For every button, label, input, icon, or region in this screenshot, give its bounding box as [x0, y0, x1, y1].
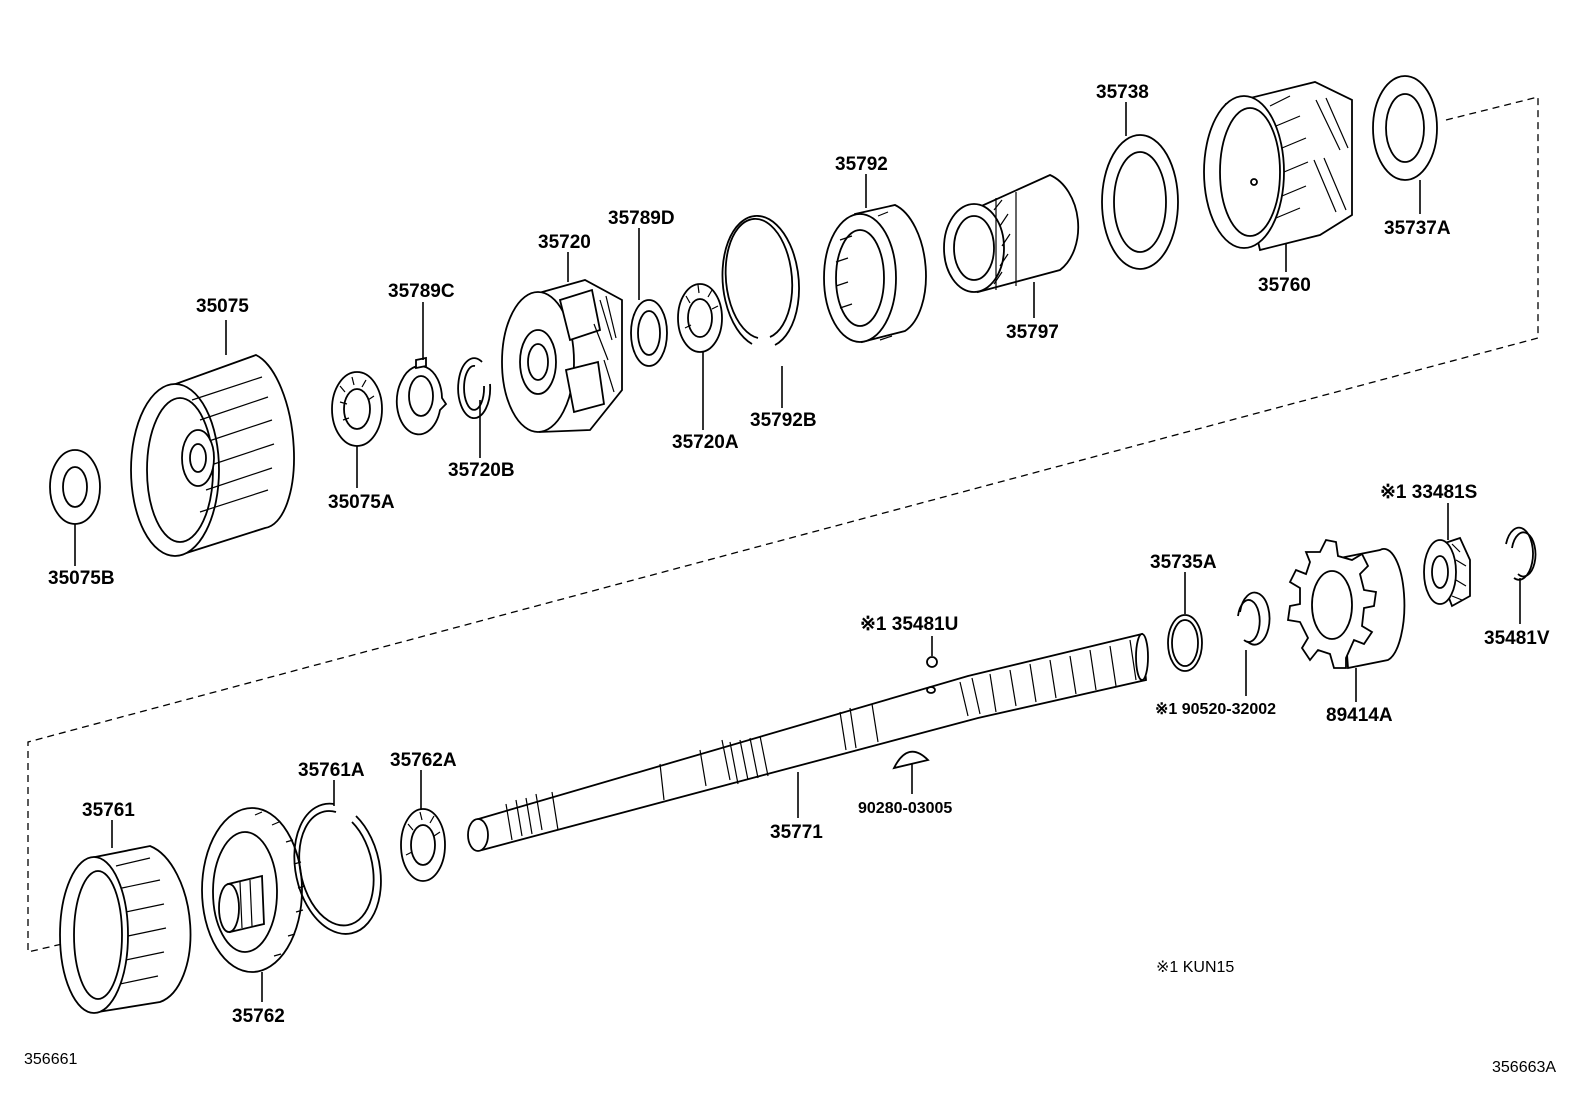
part-35737A — [1372, 75, 1438, 181]
leader-lines — [74, 102, 1521, 1002]
label-35761: 35761 — [82, 800, 135, 821]
label-35797: 35797 — [1006, 322, 1059, 343]
part-35771 — [467, 632, 1149, 852]
part-35792B — [721, 215, 800, 346]
label-90520-32002: ※1 90520-32002 — [1155, 701, 1276, 718]
label-35720B: 35720B — [448, 460, 515, 481]
label-35760: 35760 — [1258, 275, 1311, 296]
part-90280-03005 — [892, 750, 930, 770]
part-35789C — [395, 356, 448, 436]
part-35720 — [501, 279, 623, 433]
part-35789D — [630, 299, 668, 367]
part-35762 — [201, 807, 306, 973]
part-35792 — [823, 204, 927, 344]
label-35792: 35792 — [835, 154, 888, 175]
assembly-boundary-dashed — [27, 96, 1539, 953]
label-35075B: 35075B — [48, 568, 115, 589]
part-35075 — [130, 354, 295, 557]
part-35720B — [457, 357, 492, 419]
label-35789D: 35789D — [608, 208, 675, 229]
part-35481U — [926, 656, 938, 668]
label-35738: 35738 — [1096, 82, 1149, 103]
label-35792B: 35792B — [750, 410, 817, 431]
label-35762: 35762 — [232, 1006, 285, 1027]
label-33481S: ※1 33481S — [1380, 482, 1477, 503]
label-89414A: 89414A — [1326, 705, 1393, 726]
label-35481U: ※1 35481U — [860, 614, 958, 635]
part-35720A — [677, 283, 723, 353]
part-35797 — [943, 174, 1080, 294]
label-35720: 35720 — [538, 232, 591, 253]
part-35738 — [1101, 134, 1179, 270]
label-35737A: 35737A — [1384, 218, 1451, 239]
label-35762A: 35762A — [390, 750, 457, 771]
label-35075A: 35075A — [328, 492, 395, 513]
part-35761 — [59, 845, 192, 1014]
part-35761A — [293, 802, 382, 935]
part-35735A — [1167, 614, 1203, 672]
label-35789C: 35789C — [388, 281, 455, 302]
figure-ref-right: 356663A — [1492, 1059, 1556, 1076]
label-35075: 35075 — [196, 296, 249, 317]
part-89414A — [1286, 538, 1406, 670]
part-90520-32002 — [1237, 591, 1271, 646]
part-35762A — [400, 808, 446, 882]
figure-ref-left: 356661 — [24, 1051, 77, 1068]
label-90280-03005: 90280-03005 — [858, 800, 952, 817]
label-35771: 35771 — [770, 822, 823, 843]
part-33481S — [1423, 536, 1471, 608]
part-35760 — [1203, 81, 1353, 252]
note-kun15: ※1 KUN15 — [1156, 959, 1234, 976]
label-35735A: 35735A — [1150, 552, 1217, 573]
part-35075A — [331, 371, 383, 447]
label-35761A: 35761A — [298, 760, 365, 781]
part-35481V — [1505, 526, 1537, 581]
part-labels: 35075B 35075 35075A 35789C 35720B 35720 … — [48, 82, 1550, 1027]
label-35481V: 35481V — [1484, 628, 1550, 649]
label-35720A: 35720A — [672, 432, 739, 453]
part-35075B — [49, 449, 101, 525]
